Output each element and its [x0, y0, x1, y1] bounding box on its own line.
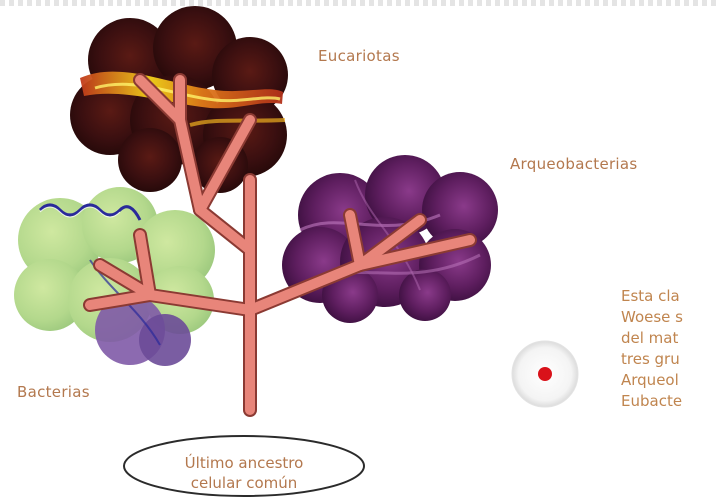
red-dot-icon	[512, 341, 578, 407]
label-bacteria: Bacterias	[17, 383, 90, 401]
caption-line: del mat	[621, 328, 718, 349]
caption-line: Arqueol	[621, 370, 718, 391]
caption-line: Esta cla	[621, 286, 718, 307]
caption-line: tres gru	[621, 349, 718, 370]
caption-line: Eubacte	[621, 391, 718, 412]
ancestor-line-1: Último ancestro	[124, 453, 364, 473]
caption-line: Woese s	[621, 307, 718, 328]
caption-text: Esta cla Woese s del mat tres gru Arqueo…	[621, 286, 718, 499]
ancestor-line-2: celular común	[124, 473, 364, 493]
ancestor-label: Último ancestro celular común	[124, 453, 364, 493]
label-eukaryotes: Eucariotas	[318, 47, 400, 65]
label-archaea: Arqueobacterias	[510, 155, 638, 173]
